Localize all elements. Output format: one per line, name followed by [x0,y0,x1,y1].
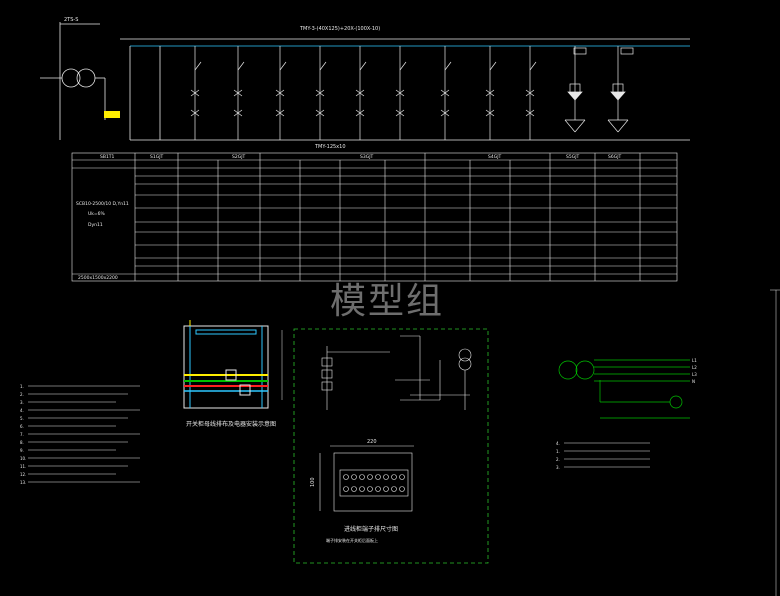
feeder-breaker [275,46,287,140]
note-left-item: 12. [20,472,26,477]
terminal-screw [351,486,357,492]
terminal-screw [399,474,405,480]
table-header-6: S5GJT [566,154,580,160]
note-left-item: 10. [20,456,26,461]
feeder-breaker [233,46,245,140]
table-spec-1: SCB10-2500/10 D,Yn11 [76,201,129,207]
motor-feeders [564,46,634,133]
watermark: 模型组 [330,281,445,322]
feeder-breaker [315,46,327,140]
terminal-screw [375,474,381,480]
note-left-item: 3. [20,400,24,405]
terminal-screw [383,474,389,480]
table-header-4: S3GJT [360,154,374,160]
terminal-screw [391,486,397,492]
feeder-breaker [395,46,407,140]
terminal-screw [399,486,405,492]
note-left-item: 1. [20,384,24,389]
note-right-item: 3. [556,465,560,470]
main-table [71,152,678,282]
left-note: 2TS-S [64,17,78,23]
terminal-screw [391,474,397,480]
notes-right: 4. 1. 2. 3. [556,441,650,470]
note-right-item: 2. [556,457,560,462]
yellow-tag [104,111,120,118]
feeder-breaker [485,46,497,140]
terminal-screw [351,474,357,480]
terminal-screw [383,486,389,492]
phase-label: L2 [692,365,697,370]
table-header-7: S6GJT [608,154,622,160]
feeder-breaker [440,46,452,140]
top-schematic [40,22,690,141]
table-header-1: SB1T1 [100,154,115,160]
phase-label: L3 [692,372,697,377]
note-left-item: 8. [20,440,24,445]
terminal-screw [359,486,365,492]
terminal-caption: 进线柜端子排尺寸图 [344,525,398,533]
top-bus-label: TMY-3-(40X125)+20X-(100X-10) [299,26,380,32]
phase-label: L1 [692,358,697,363]
table-spec-2: Uk=6% [88,211,106,217]
table-header-2: S1GJT [150,154,164,160]
panel-drawing [183,320,283,409]
terminal-screw [359,474,365,480]
terminal-screw [375,486,381,492]
note-left-item: 6. [20,424,24,429]
table-bottom-row: 2500x1500x2200 [78,275,118,281]
table-text: SB1T1 S1GJT S2GJT S3GJT S4GJT S5GJT S6GJ… [76,154,622,281]
note-left-item: 9. [20,448,24,453]
dim-left: 100 [310,477,316,487]
note-left-item: 5. [20,416,24,421]
feeder-group [190,46,537,140]
phase-label: N [692,379,695,384]
note-left-item: 4. [20,408,24,413]
feeder-breaker [190,46,202,140]
dashed-frame [293,328,489,564]
note-right-item: 4. [556,441,560,446]
note-right-item: 1. [556,449,560,454]
feeder-breaker [525,46,537,140]
note-left-item: 11. [20,464,26,469]
terminal-screw [367,474,373,480]
panel-caption: 开关柜母线排布及电器安装示意图 [186,420,276,428]
terminal-subcaption: 端子排安装在开关柜后面板上 [326,537,378,543]
table-header-3: S2GJT [232,154,246,160]
feeder-breaker [355,46,367,140]
terminal-screw [367,486,373,492]
dim-top: 220 [367,439,377,445]
terminal-screw [343,486,349,492]
title-block-strip [770,289,780,596]
bottom-bus-label: TMY-125x10 [314,144,346,150]
note-left-item: 7. [20,432,24,437]
table-header-5: S4GJT [488,154,502,160]
note-left-item: 13. [20,480,26,485]
table-spec-3: Dyn11 [88,222,103,228]
control-circuit [321,335,472,410]
right-circuit [558,359,690,419]
terminal-screw [343,474,349,480]
note-left-item: 2. [20,392,24,397]
notes-left: 1. 2. 3. 4. 5. 6. 7. 8. 9. 10. 11. 12. 13. [20,384,140,485]
terminal-block [319,445,414,512]
